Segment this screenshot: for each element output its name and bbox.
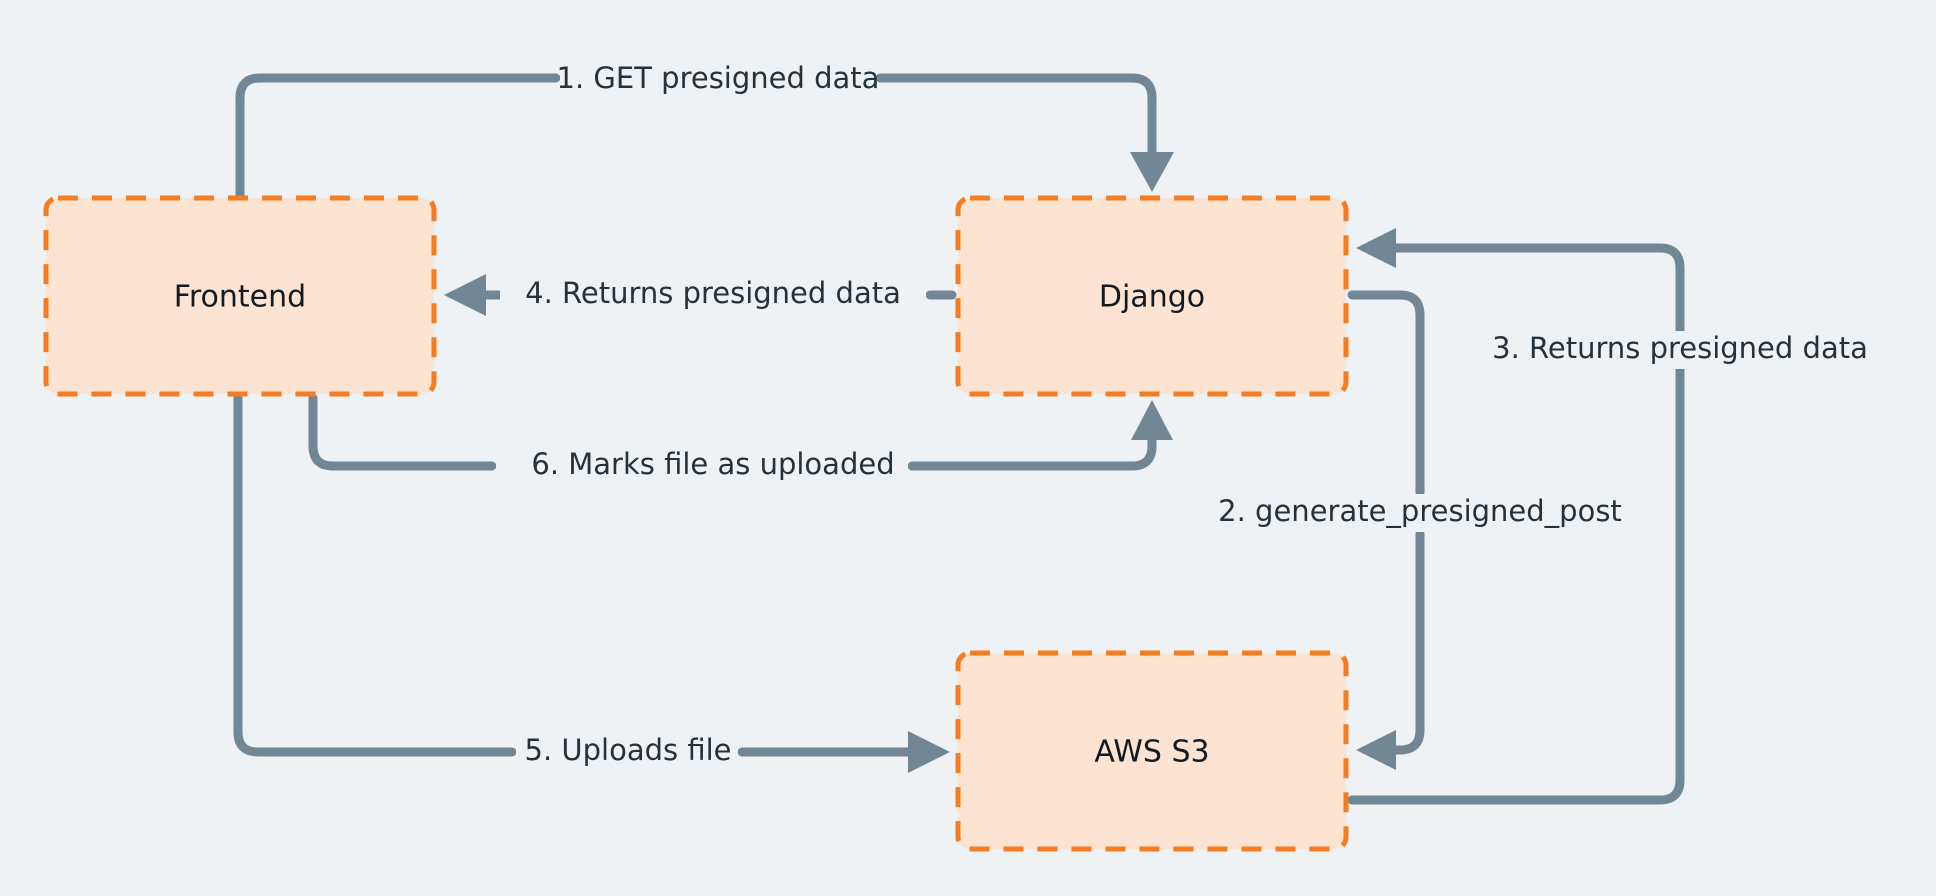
- edge-2-label-bg: [1176, 494, 1666, 532]
- node-frontend[interactable]: Frontend: [43, 195, 437, 397]
- edge-5-uploads-file: 5. Uploads file: [233, 393, 950, 773]
- node-aws-s3-box[interactable]: [955, 650, 1349, 852]
- node-frontend-box[interactable]: [43, 195, 437, 397]
- edge-1-label: 1. GET presigned data: [557, 61, 880, 95]
- edge-4-arrowhead: [444, 274, 486, 316]
- edge-6-marks-file-as-uploaded: 6. Marks file as uploaded: [308, 393, 1173, 485]
- edge-2-arrowhead: [1356, 730, 1396, 770]
- edge-3-line-bottom: [1347, 363, 1685, 805]
- edge-6-label-bg: [496, 447, 908, 485]
- edge-6-line-left: [308, 393, 497, 471]
- edge-2-label: 2. generate_presigned_post: [1218, 494, 1622, 528]
- node-aws-s3-label: AWS S3: [1094, 735, 1209, 770]
- edge-2-line-lower: [1383, 529, 1425, 755]
- edge-5-label-bg: [516, 733, 738, 771]
- edge-3-line-top: [1385, 243, 1685, 335]
- edge-4-returns-presigned-data: 4. Returns presigned data: [444, 274, 957, 316]
- edge-1-arrowhead: [1130, 152, 1174, 192]
- edge-1-get-presigned-data: 1. GET presigned data: [235, 60, 1174, 203]
- edge-1-line-right: [875, 73, 1157, 167]
- edge-3-label: 3. Returns presigned data: [1492, 331, 1868, 365]
- edge-3-returns-presigned-data: 3. Returns presigned data: [1347, 228, 1910, 805]
- edge-4-label: 4. Returns presigned data: [525, 276, 901, 310]
- node-django-box[interactable]: [955, 195, 1349, 397]
- edge-6-label: 6. Marks file as uploaded: [531, 447, 894, 481]
- edge-5-label: 5. Uploads file: [525, 733, 732, 767]
- edge-3-arrowhead: [1356, 228, 1396, 268]
- edge-4-label-bg: [500, 276, 926, 314]
- edge-2-generate-presigned-post: 2. generate_presigned_post: [1176, 290, 1666, 770]
- node-django-label: Django: [1099, 280, 1205, 315]
- node-frontend-label: Frontend: [174, 280, 306, 315]
- node-aws-s3[interactable]: AWS S3: [955, 650, 1349, 852]
- edge-5-line-left: [233, 393, 517, 757]
- edge-1-label-bg: [560, 60, 876, 98]
- edge-5-arrowhead: [908, 731, 950, 773]
- edge-6-line-right: [907, 423, 1157, 471]
- edge-6-arrowhead: [1131, 400, 1173, 440]
- node-django[interactable]: Django: [955, 195, 1349, 397]
- edge-3-label-bg: [1470, 331, 1910, 369]
- edge-2-line-upper: [1347, 290, 1425, 497]
- edge-1-line-left: [235, 73, 561, 203]
